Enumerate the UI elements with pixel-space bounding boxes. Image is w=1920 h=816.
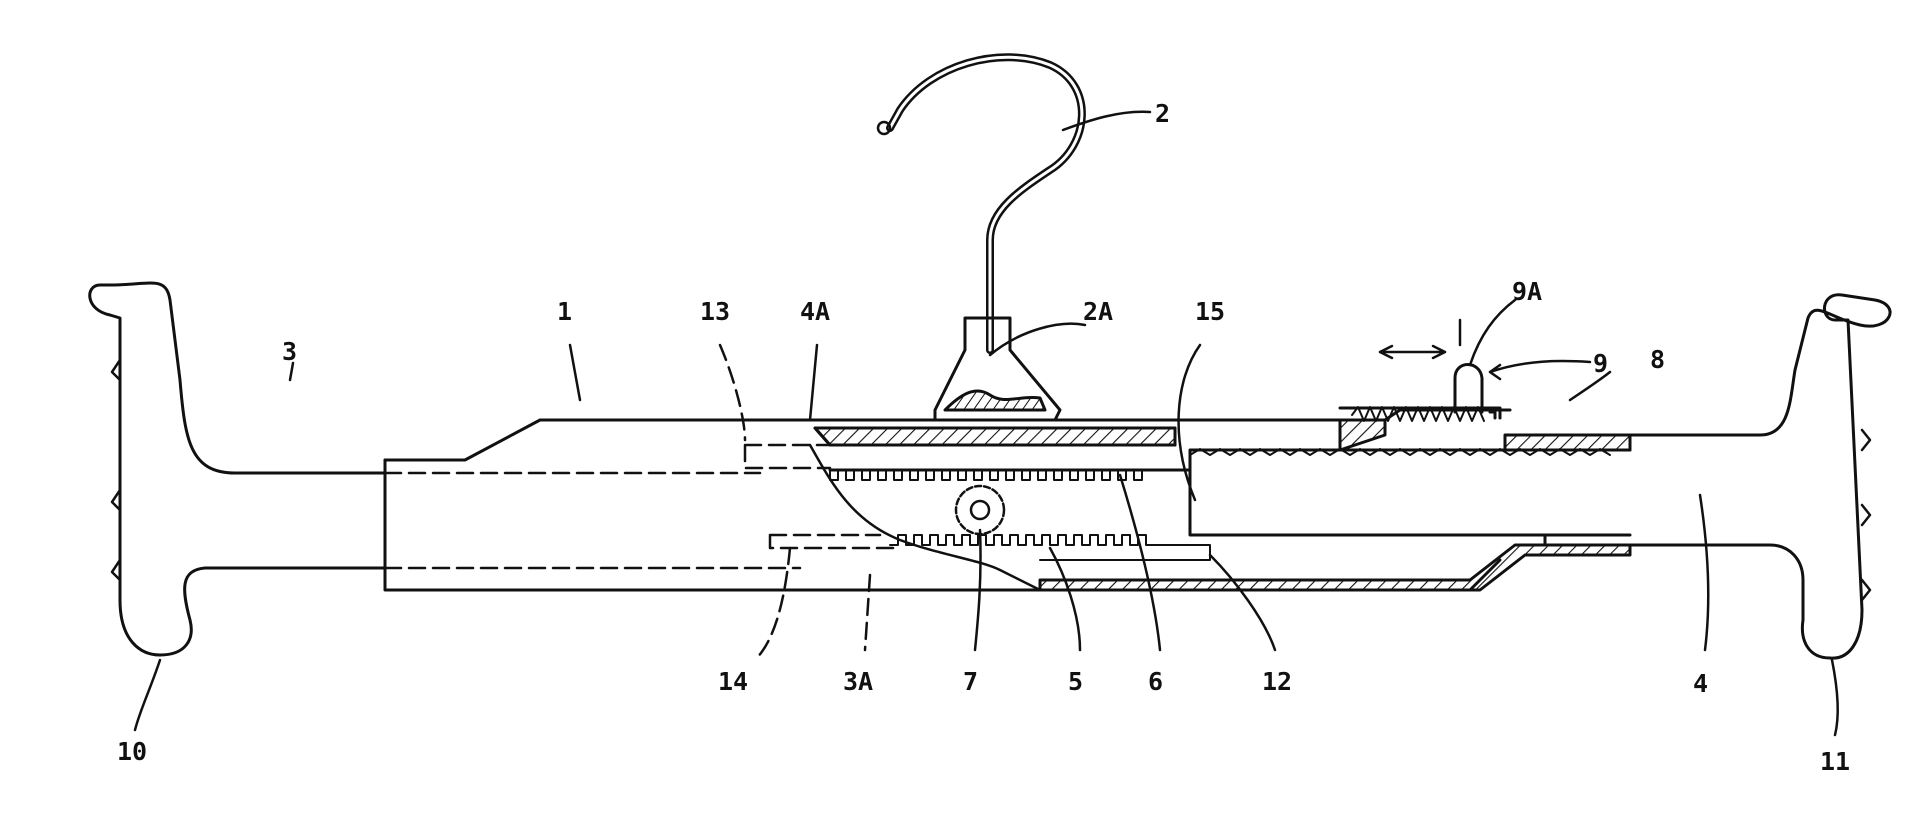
leader-9a: [1470, 300, 1515, 365]
label-14: 14: [718, 667, 748, 696]
label-9a: 9A: [1512, 277, 1542, 306]
label-4: 4: [1693, 669, 1708, 698]
label-2: 2: [1155, 99, 1170, 128]
leader-11: [1832, 660, 1838, 735]
label-2a: 2A: [1083, 297, 1113, 326]
leader-3a-dashed: [865, 575, 870, 650]
leader-5: [1050, 548, 1080, 650]
button-9a: [1455, 365, 1482, 413]
hidden-bar-3a: [385, 473, 800, 568]
label-5: 5: [1068, 667, 1083, 696]
label-8: 8: [1650, 345, 1665, 374]
hook-2: [890, 57, 1082, 350]
leader-13-dashed: [720, 345, 745, 440]
leader-1: [570, 345, 580, 400]
inner-bar-4: [1190, 450, 1630, 545]
label-3a: 3A: [843, 667, 873, 696]
leader-4a: [810, 345, 817, 420]
label-12: 12: [1262, 667, 1292, 696]
housing-bottom-hatch: [1040, 545, 1630, 590]
leader-10: [135, 660, 160, 730]
housing-top-hatch: [815, 428, 1175, 445]
label-13: 13: [700, 297, 730, 326]
leader-6: [1120, 475, 1160, 650]
slide-arrow: [1380, 346, 1445, 358]
cutaway-line: [810, 445, 1040, 590]
label-7: 7: [963, 667, 978, 696]
label-11: 11: [1820, 747, 1850, 776]
label-3: 3: [282, 337, 297, 366]
leader-2a: [990, 324, 1085, 355]
leader-2: [1063, 112, 1150, 130]
leader-12: [1210, 555, 1275, 650]
label-10: 10: [117, 737, 147, 766]
label-1: 1: [557, 297, 572, 326]
label-9: 9: [1593, 349, 1608, 378]
pinion-gear-7: [956, 486, 1004, 534]
right-clip-teeth: [1862, 430, 1870, 600]
leader-14-dashed: [755, 548, 790, 660]
leader-9: [1490, 361, 1590, 379]
label-4a: 4A: [800, 297, 830, 326]
leader-4: [1700, 495, 1708, 650]
left-arm: [90, 283, 385, 655]
label-6: 6: [1148, 667, 1163, 696]
label-15: 15: [1195, 297, 1225, 326]
